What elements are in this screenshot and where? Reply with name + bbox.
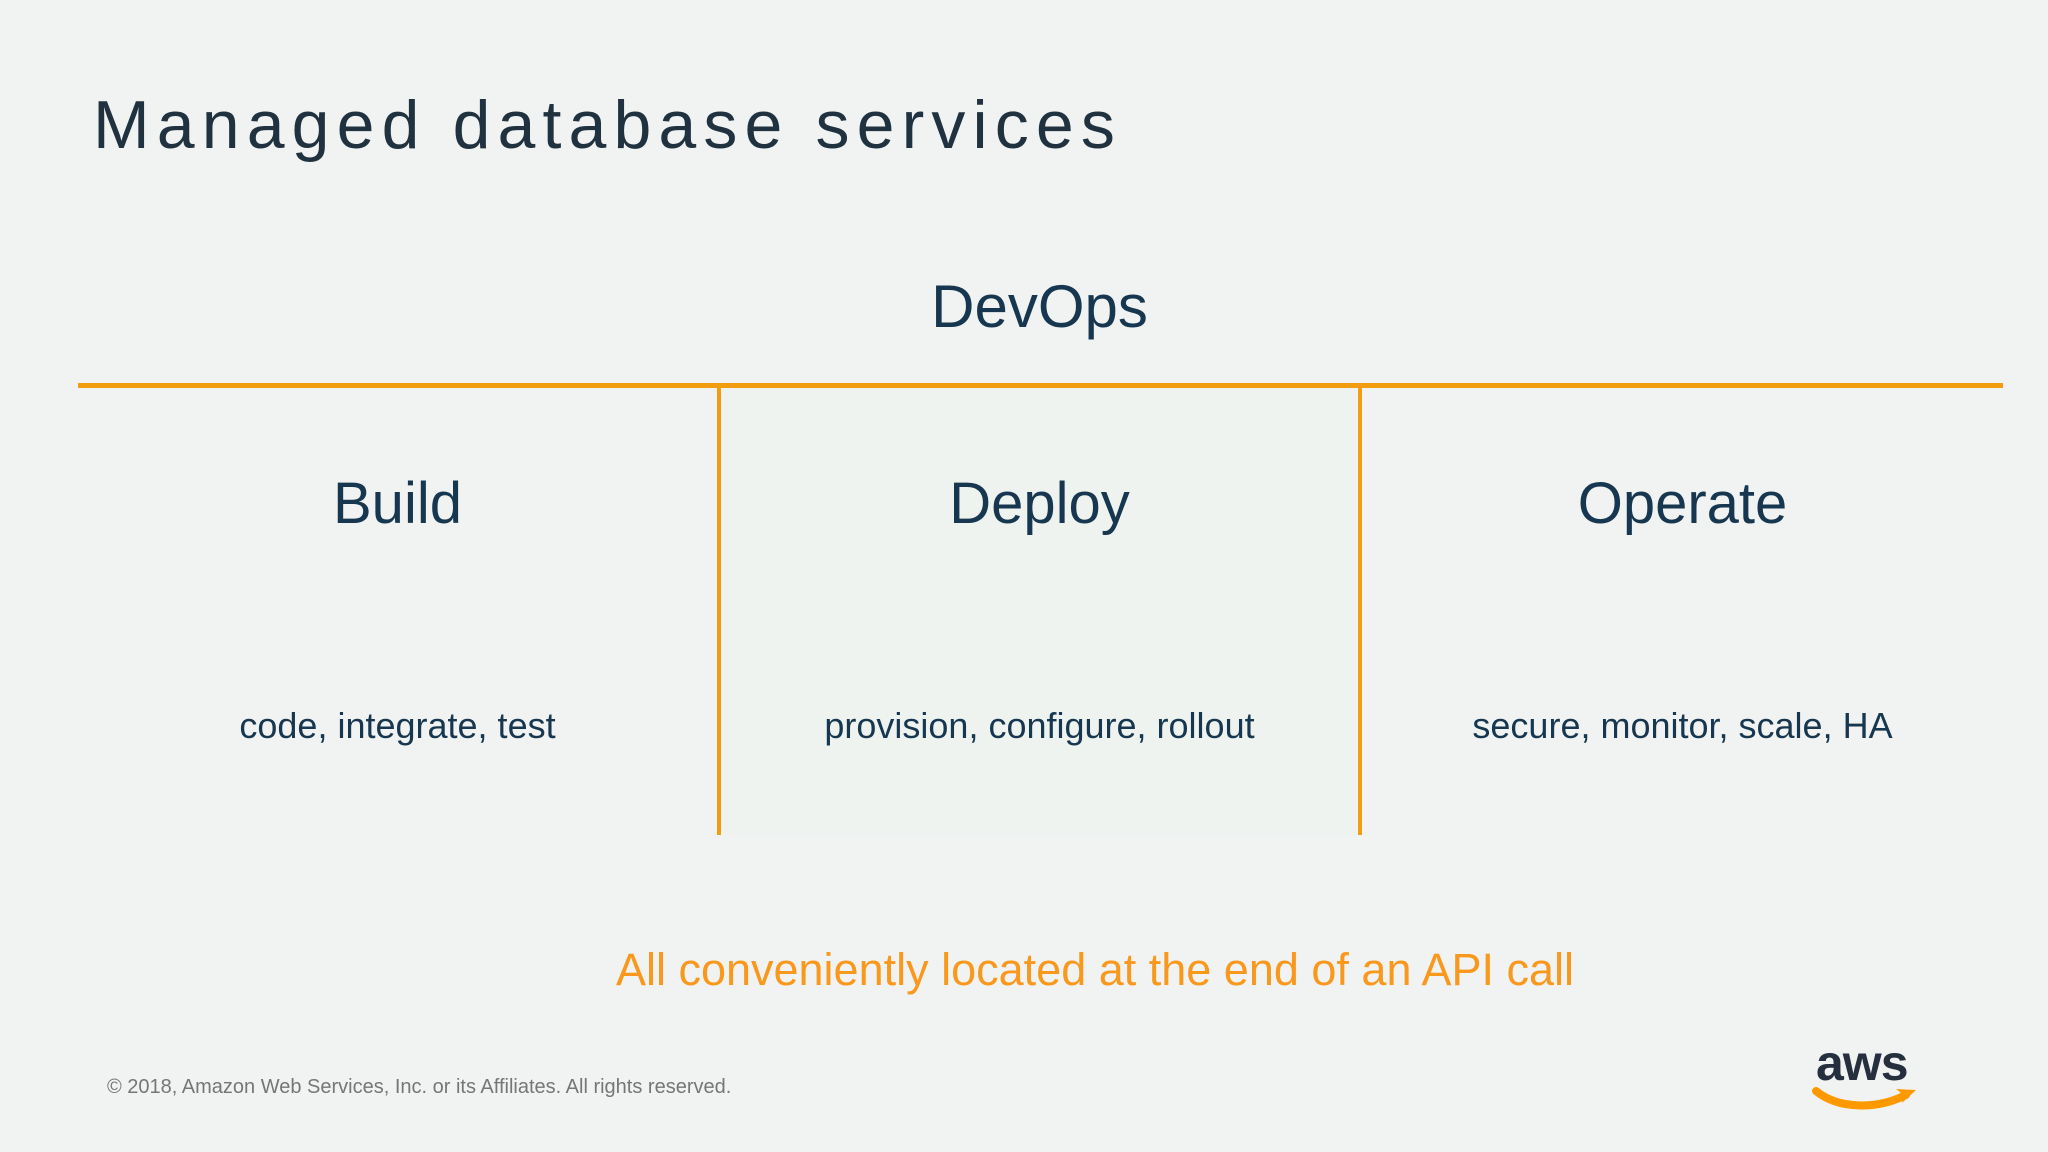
devops-horizontal-line: [78, 383, 2003, 388]
column-operate-description: secure, monitor, scale, HA: [1472, 705, 1893, 746]
column-operate: Operate secure, monitor, scale, HA: [1362, 383, 2003, 835]
aws-logo-text: aws: [1816, 1035, 1909, 1091]
column-build-header: Build: [333, 471, 462, 536]
column-build-description: code, integrate, test: [239, 705, 556, 746]
column-divider-right: [1358, 386, 1362, 835]
column-deploy: Deploy provision, configure, rollout: [721, 383, 1358, 835]
devops-heading: DevOps: [931, 273, 1148, 340]
column-deploy-description: provision, configure, rollout: [824, 705, 1255, 746]
aws-smile-icon: [1812, 1087, 1916, 1110]
column-operate-header: Operate: [1577, 471, 1788, 536]
column-deploy-header: Deploy: [949, 471, 1130, 536]
column-divider-left: [717, 386, 721, 835]
column-build: Build code, integrate, test: [78, 383, 717, 835]
page-title: Managed database services: [93, 87, 1123, 163]
aws-logo: aws: [1812, 1035, 1922, 1118]
copyright-notice: © 2018, Amazon Web Services, Inc. or its…: [107, 1076, 732, 1098]
tagline: All conveniently located at the end of a…: [615, 944, 1575, 995]
middle-column-background: [721, 388, 1358, 835]
